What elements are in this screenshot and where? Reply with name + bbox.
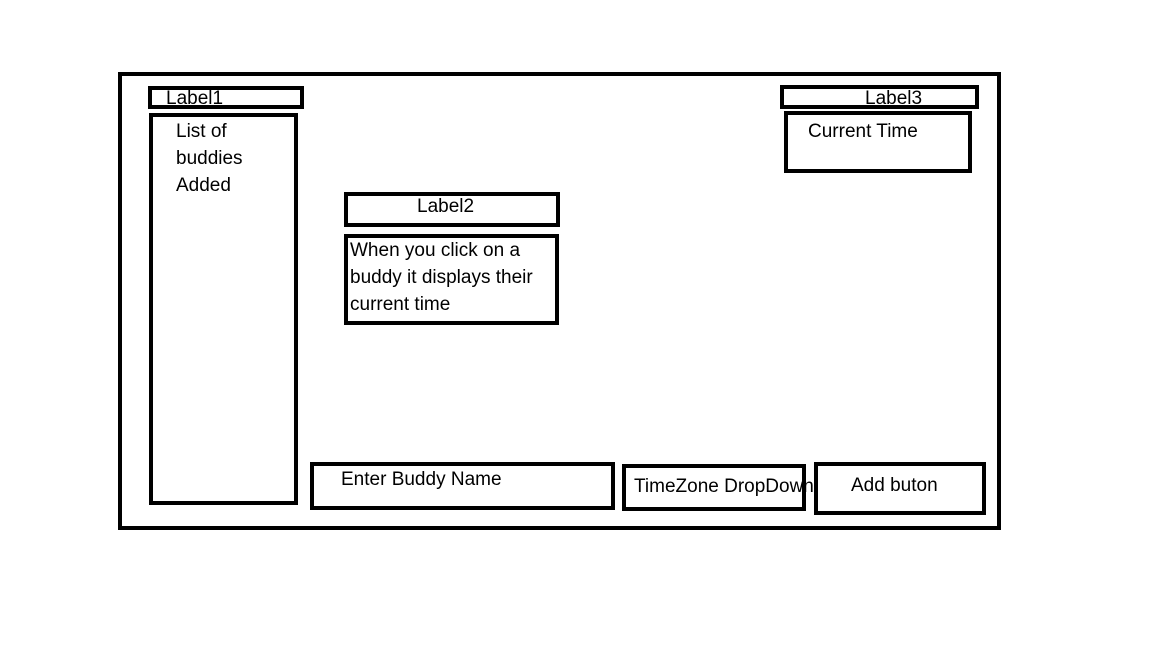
timezone-dropdown[interactable] bbox=[622, 464, 806, 511]
buddy-name-input[interactable] bbox=[310, 462, 615, 510]
label1-text: Label1 bbox=[166, 88, 224, 109]
label2 bbox=[344, 192, 560, 227]
label1 bbox=[148, 86, 304, 109]
buddy-name-input-text: Enter Buddy Name bbox=[341, 469, 502, 490]
label3-text: Label3 bbox=[865, 88, 923, 109]
add-button-label: Add buton bbox=[851, 475, 938, 496]
buddy-time-display bbox=[344, 234, 559, 325]
label3 bbox=[780, 85, 979, 109]
current-time-text: Current Time bbox=[808, 121, 918, 142]
current-time-display bbox=[784, 111, 972, 173]
label2-text: Label2 bbox=[417, 196, 475, 217]
buddy-time-display-text: When you click on a buddy it displays th… bbox=[350, 240, 533, 315]
buddy-list[interactable] bbox=[149, 113, 298, 505]
add-button[interactable] bbox=[814, 462, 986, 515]
buddy-list-placeholder: List of buddies Added bbox=[176, 121, 243, 196]
timezone-dropdown-text: TimeZone DropDown bbox=[634, 476, 814, 497]
